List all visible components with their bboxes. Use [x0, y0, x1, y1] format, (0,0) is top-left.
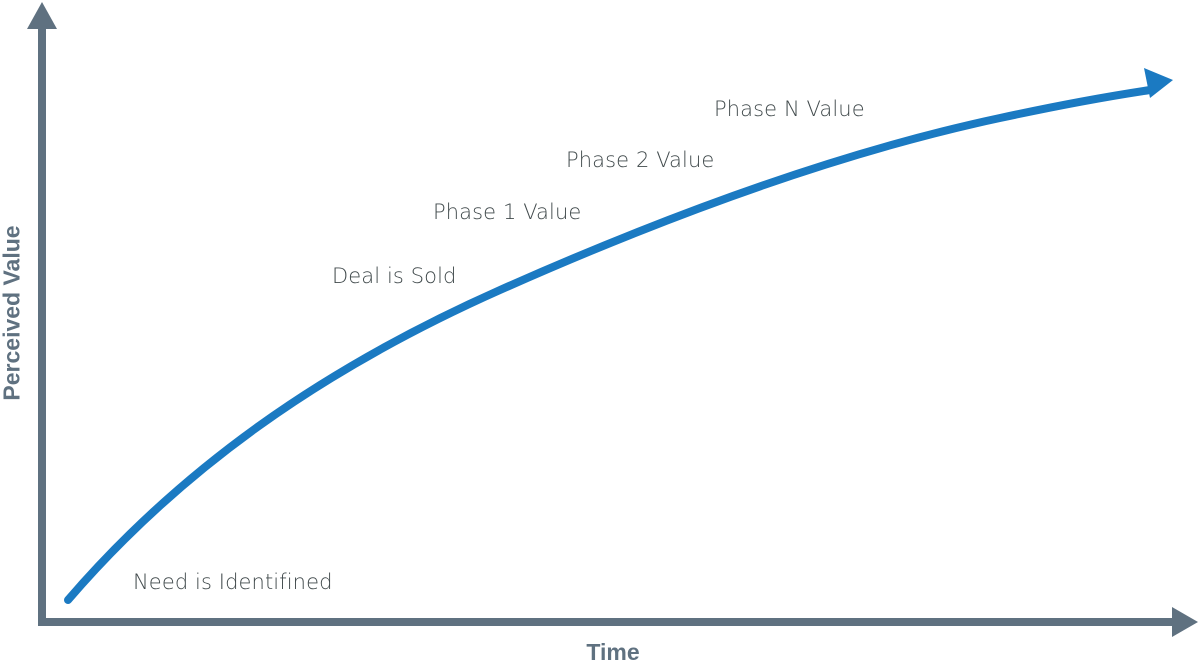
x-axis-label: Time [586, 639, 640, 665]
label-need-identified: Need is Identifined [133, 570, 333, 594]
value-curve-line [64, 86, 1154, 604]
x-axis-line [38, 618, 1178, 626]
label-phase-n: Phase N Value [714, 97, 865, 121]
label-deal-sold: Deal is Sold [332, 264, 457, 288]
label-phase-2: Phase 2 Value [566, 148, 715, 172]
y-axis-arrow-icon [27, 2, 57, 29]
value-curve [64, 68, 1173, 604]
y-axis-label: Perceived Value [0, 225, 25, 401]
x-axis-arrow-icon [1172, 607, 1198, 637]
y-axis [27, 2, 57, 626]
label-phase-1: Phase 1 Value [433, 200, 582, 224]
y-axis-line [38, 24, 46, 626]
curve-arrow-icon [1144, 68, 1173, 98]
x-axis [38, 607, 1198, 637]
